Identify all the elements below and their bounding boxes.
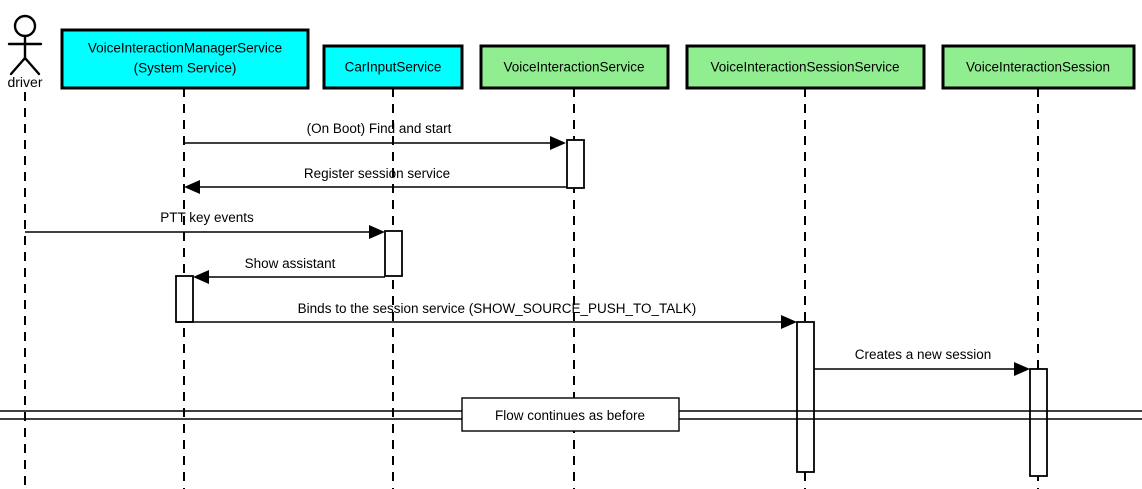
actor-driver[interactable]: driver [7, 14, 43, 90]
participant-vis[interactable]: VoiceInteractionService [479, 44, 670, 90]
message-label-creates-a-new-session: Creates a new session [855, 347, 992, 362]
actor-head-icon [13, 14, 37, 38]
activation-bar-vims [175, 275, 194, 323]
arrowhead-right-icon [550, 136, 566, 150]
participant-box-vims[interactable] [60, 28, 310, 90]
participant-label-vis: VoiceInteractionService [503, 60, 644, 75]
activation-bar-vis-boot [566, 139, 585, 189]
message-label-show-assistant: Show assistant [245, 256, 336, 271]
activations-group [175, 139, 1048, 477]
delimiter-caption-label: Flow continues as before [495, 408, 645, 423]
arrowhead-left-icon [193, 270, 209, 284]
actor-leg-left-icon [9, 56, 27, 76]
message-creates-a-new-session[interactable]: Creates a new session [814, 347, 1030, 376]
message-show-assistant[interactable]: Show assistant [193, 256, 385, 284]
participant-box-vis[interactable] [479, 44, 670, 90]
message-label-binds-to-session-service: Binds to the session service (SHOW_SOURC… [298, 301, 697, 316]
activation-bar-viss [796, 321, 815, 473]
actor-label: driver [7, 74, 42, 90]
participant-box-carinput[interactable] [322, 44, 464, 90]
arrowhead-left-icon [184, 180, 200, 194]
participant-box-viss[interactable] [685, 44, 926, 90]
message-on-boot-find-and-start[interactable]: (On Boot) Find and start [184, 121, 566, 150]
message-ptt-key-events[interactable]: PTT key events [25, 210, 385, 239]
participant-label-vims-line1: VoiceInteractionManagerService [88, 41, 282, 56]
arrowhead-right-icon [1014, 362, 1030, 376]
participant-label-visession: VoiceInteractionSession [966, 60, 1110, 75]
message-label-register-session-service: Register session service [304, 166, 450, 181]
message-label-on-boot-find-and-start: (On Boot) Find and start [307, 121, 452, 136]
activation-bar-carinput [384, 230, 403, 277]
delimiter-caption-box [461, 397, 680, 432]
arrowhead-right-icon [781, 315, 797, 329]
message-register-session-service[interactable]: Register session service [184, 166, 567, 194]
participant-visession[interactable]: VoiceInteractionSession [941, 44, 1136, 90]
flow-continues-delimiter: Flow continues as before [0, 397, 1142, 432]
participant-label-carinput: CarInputService [345, 60, 442, 75]
message-binds-to-session-service[interactable]: Binds to the session service (SHOW_SOURC… [176, 301, 797, 329]
activation-bar-visession [1029, 368, 1048, 477]
participant-label-viss: VoiceInteractionSessionService [710, 60, 899, 75]
participant-vims[interactable]: VoiceInteractionManagerService (System S… [60, 28, 310, 90]
participant-carinput[interactable]: CarInputService [322, 44, 464, 90]
participant-label-vims-line2: (System Service) [134, 61, 237, 76]
message-label-ptt-key-events: PTT key events [160, 210, 254, 225]
participant-viss[interactable]: VoiceInteractionSessionService [685, 44, 926, 90]
participant-box-visession[interactable] [941, 44, 1136, 90]
arrowhead-right-icon [369, 225, 385, 239]
actor-leg-right-icon [23, 56, 41, 76]
